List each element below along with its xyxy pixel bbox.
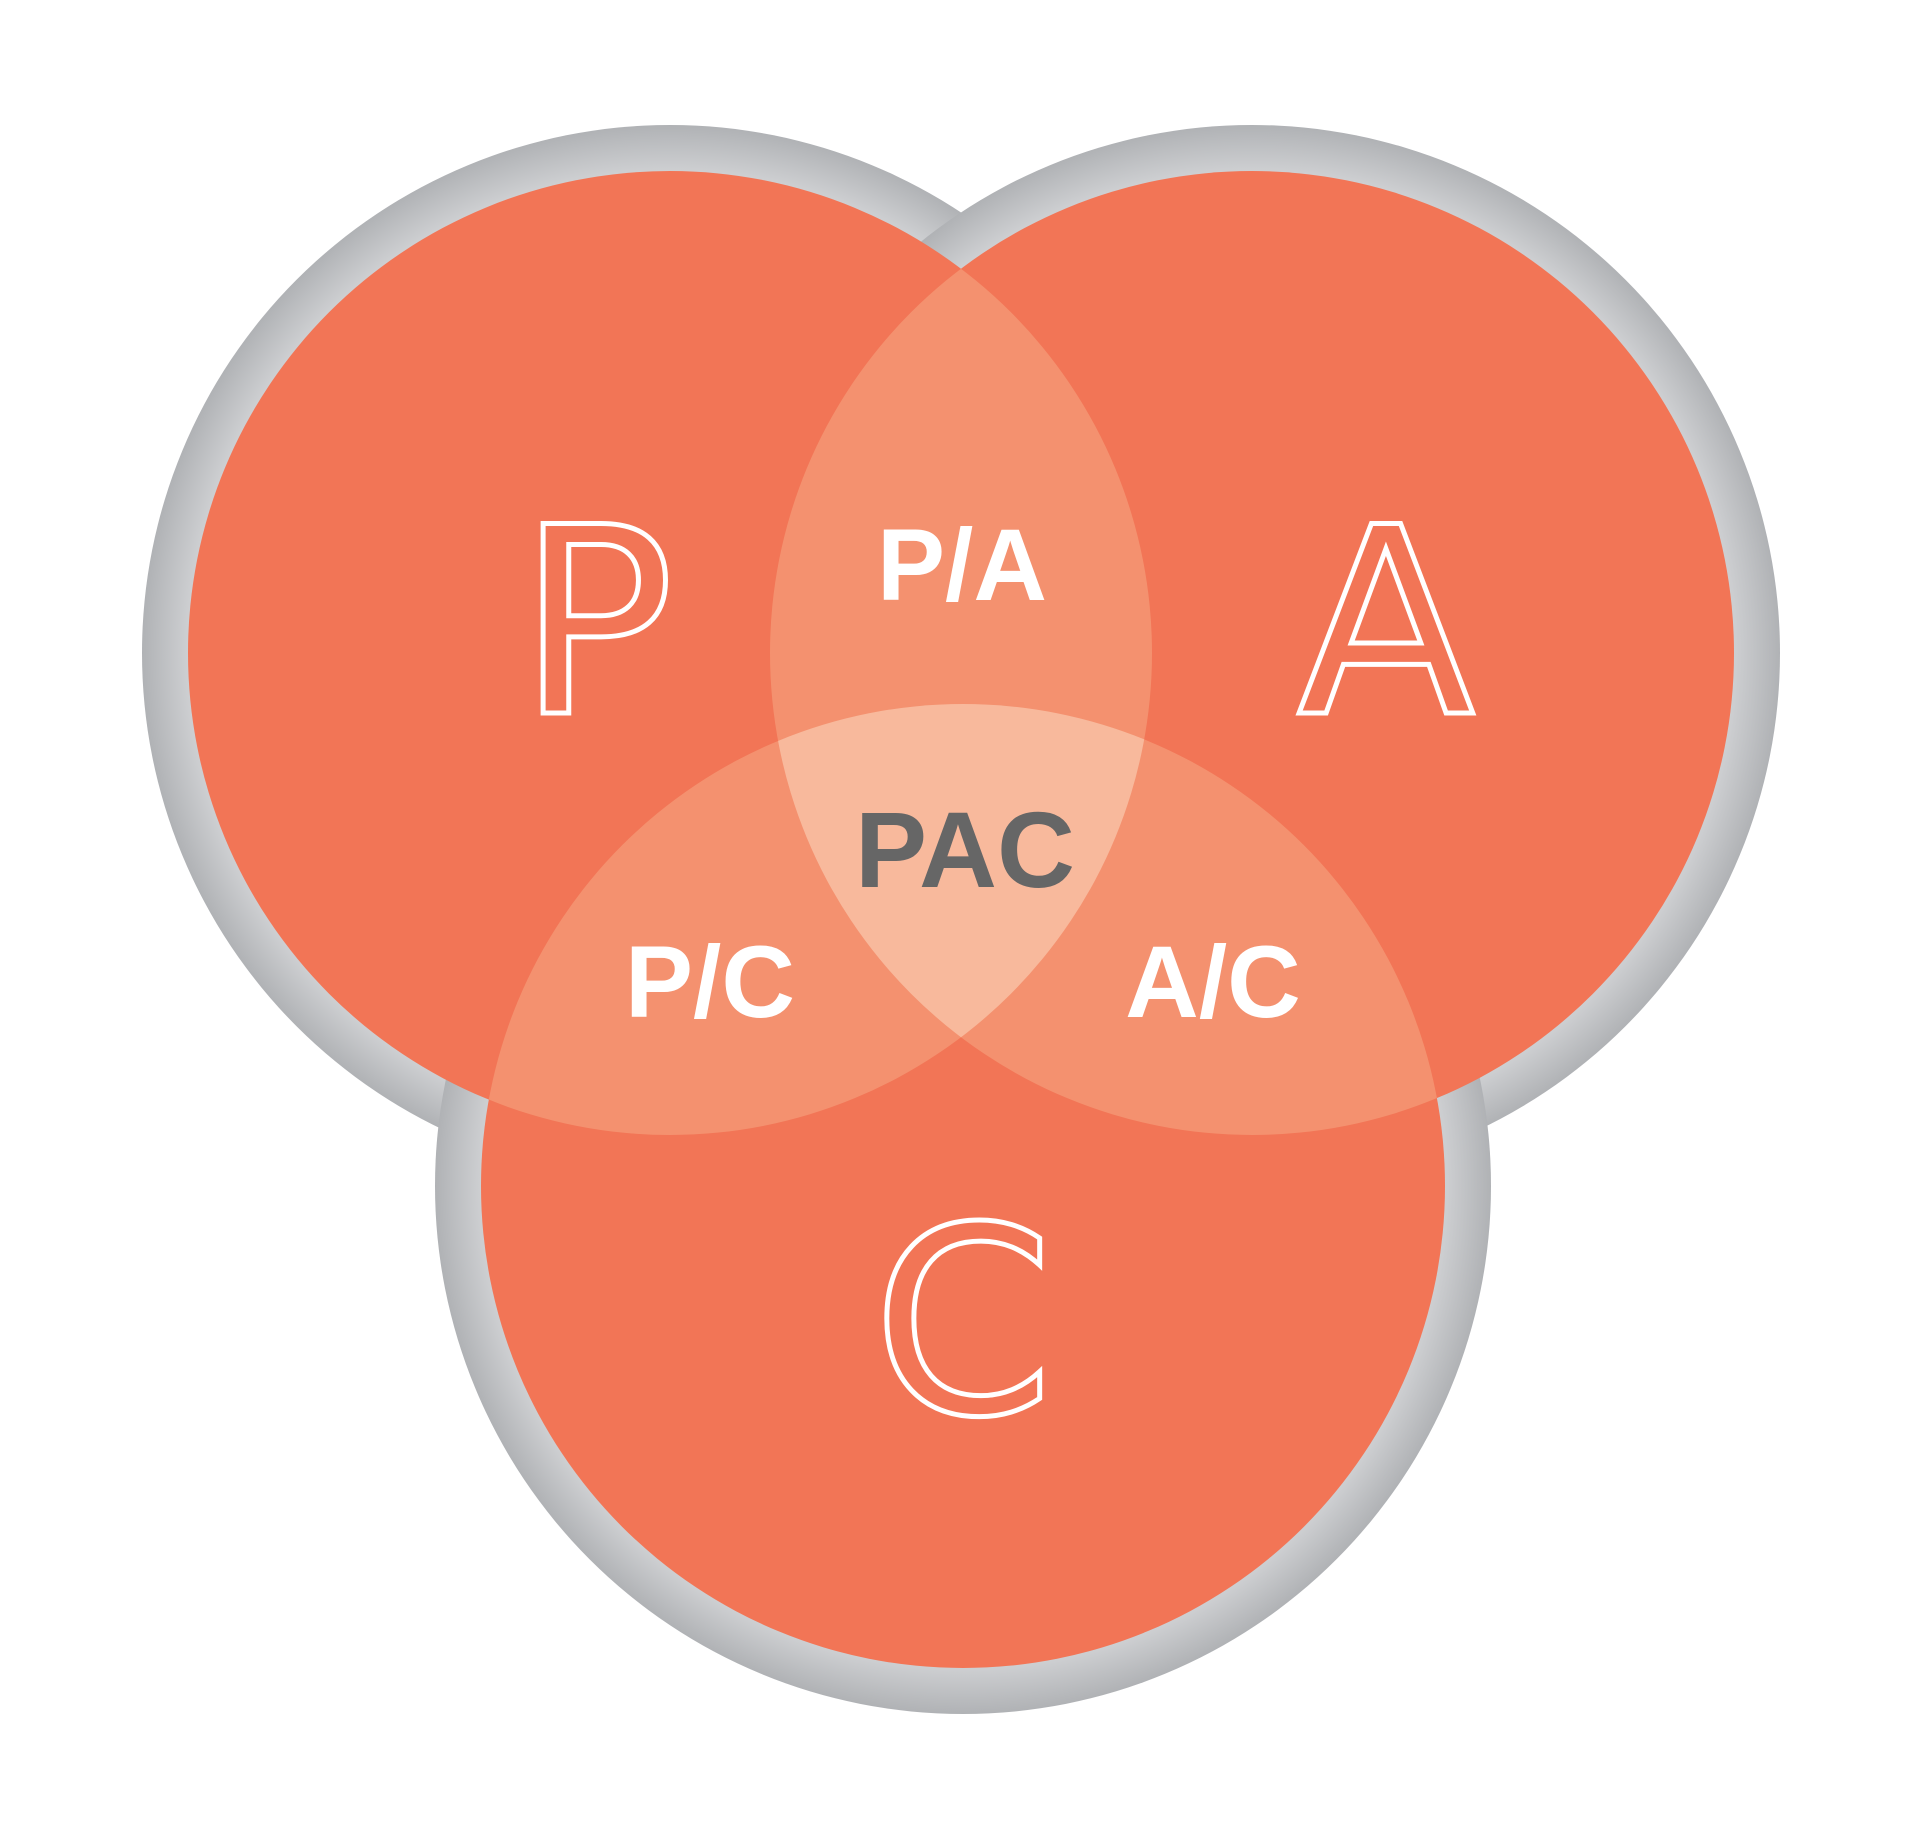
- set-label-a: A: [1297, 473, 1476, 775]
- intersection-label-ac: A/C: [1125, 925, 1301, 1039]
- intersection-label-pac: PAC: [855, 789, 1075, 910]
- overlap-pc: [481, 704, 1152, 1135]
- set-label-c: C: [872, 1173, 1054, 1475]
- intersection-label-pc: P/C: [625, 925, 795, 1039]
- overlap-ac: [770, 704, 1445, 1135]
- intersection-label-pa: P/A: [877, 508, 1047, 622]
- set-label-p: P: [518, 473, 675, 775]
